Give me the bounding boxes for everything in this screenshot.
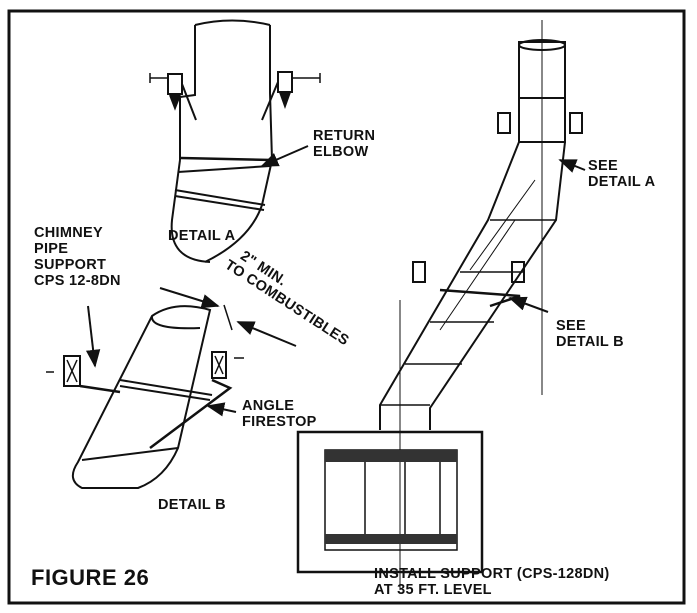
return-elbow-label: RETURN ELBOW [313, 128, 375, 160]
install-support-line1: INSTALL SUPPORT (CPS-128DN) [374, 566, 610, 582]
angle-firestop-line2: FIRESTOP [242, 414, 317, 430]
install-support-line2: AT 35 FT. LEVEL [374, 582, 492, 598]
return-elbow-line1: RETURN [313, 128, 376, 144]
chimney-support-line1: CHIMNEY [34, 225, 103, 241]
angle-firestop-line1: ANGLE [242, 398, 295, 414]
see-detail-b-label: SEE DETAIL B [556, 318, 624, 350]
angle-firestop-label: ANGLE FIRESTOP [242, 398, 317, 430]
detail-a-drawing [149, 19, 321, 263]
chimney-support-line4: CPS 12-8DN [34, 273, 121, 289]
see-detail-b-line1: SEE [556, 318, 586, 334]
see-detail-a-line2: DETAIL A [588, 174, 656, 190]
chimney-support-line3: SUPPORT [34, 257, 107, 273]
figure-frame [7, 9, 686, 605]
figure-title: FIGURE 26 [31, 565, 150, 590]
install-support-label: INSTALL SUPPORT (CPS-128DN) AT 35 FT. LE… [374, 566, 610, 598]
see-detail-a-line1: SEE [588, 158, 618, 174]
detail-a-caption: DETAIL A [168, 228, 236, 244]
chimney-support-label: CHIMNEY PIPE SUPPORT CPS 12-8DN [34, 225, 121, 289]
chimney-support-line2: PIPE [34, 241, 69, 257]
return-elbow-line2: ELBOW [313, 144, 369, 160]
detail-b-drawing [46, 287, 297, 489]
see-detail-a-label: SEE DETAIL A [588, 158, 655, 190]
see-detail-b-line2: DETAIL B [556, 334, 624, 350]
main-chimney-drawing [296, 20, 586, 590]
detail-b-caption: DETAIL B [158, 497, 226, 513]
